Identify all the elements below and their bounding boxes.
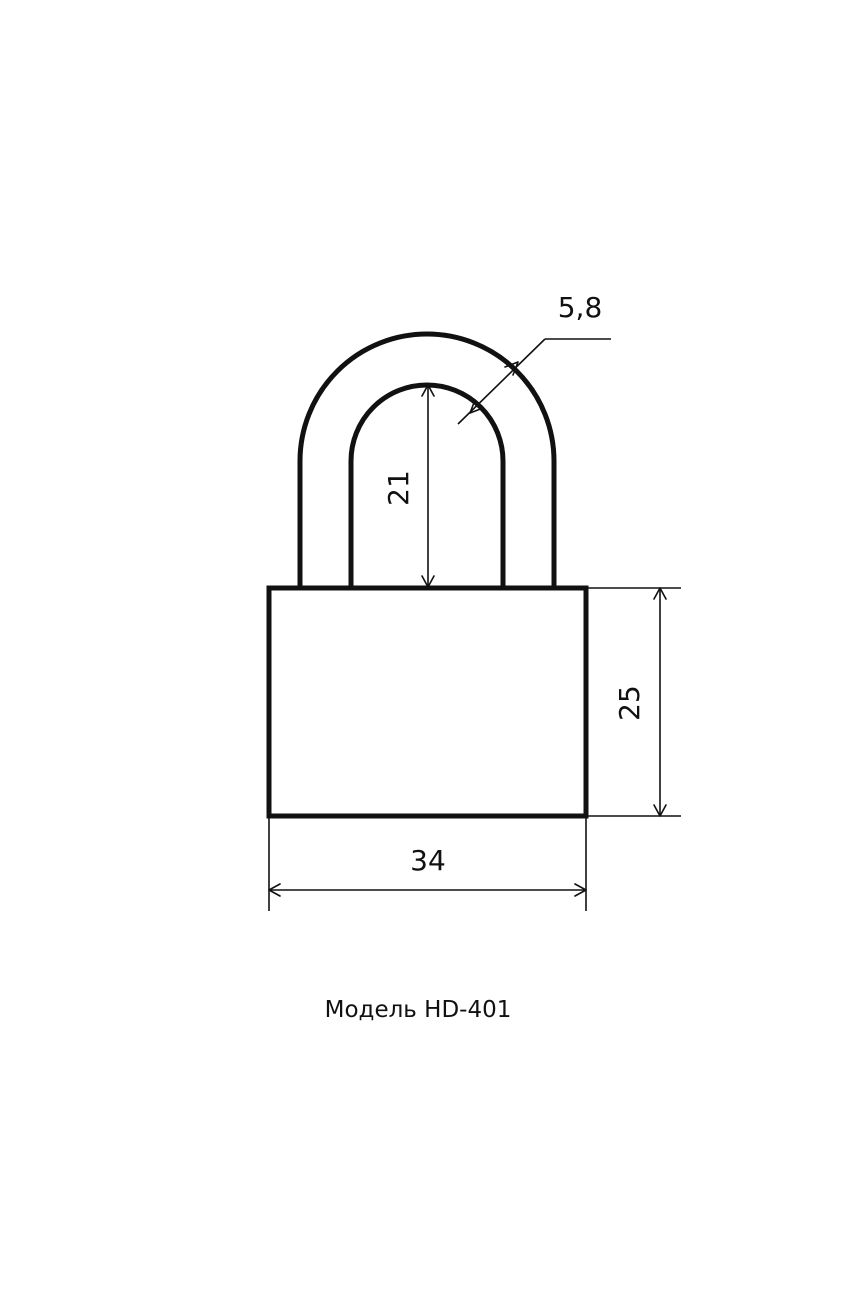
dimension-label-body-height: 25 <box>613 685 646 721</box>
padlock-shackle <box>297 331 557 588</box>
dimension-shackle-thickness: 5,8 <box>457 291 611 425</box>
model-caption: Модель HD-401 <box>325 997 512 1023</box>
dimension-inner-height: 21 <box>382 384 435 588</box>
dimension-body-width: 34 <box>268 816 587 911</box>
padlock-body <box>266 585 589 819</box>
dimension-body-height: 25 <box>586 587 681 817</box>
shackle-outer-outline <box>297 331 557 588</box>
shackle-inner-outline <box>348 382 506 588</box>
dimension-label-inner-height: 21 <box>382 470 415 506</box>
dimension-label-body-width: 34 <box>410 844 446 877</box>
dimension-label-thickness: 5,8 <box>558 291 603 324</box>
